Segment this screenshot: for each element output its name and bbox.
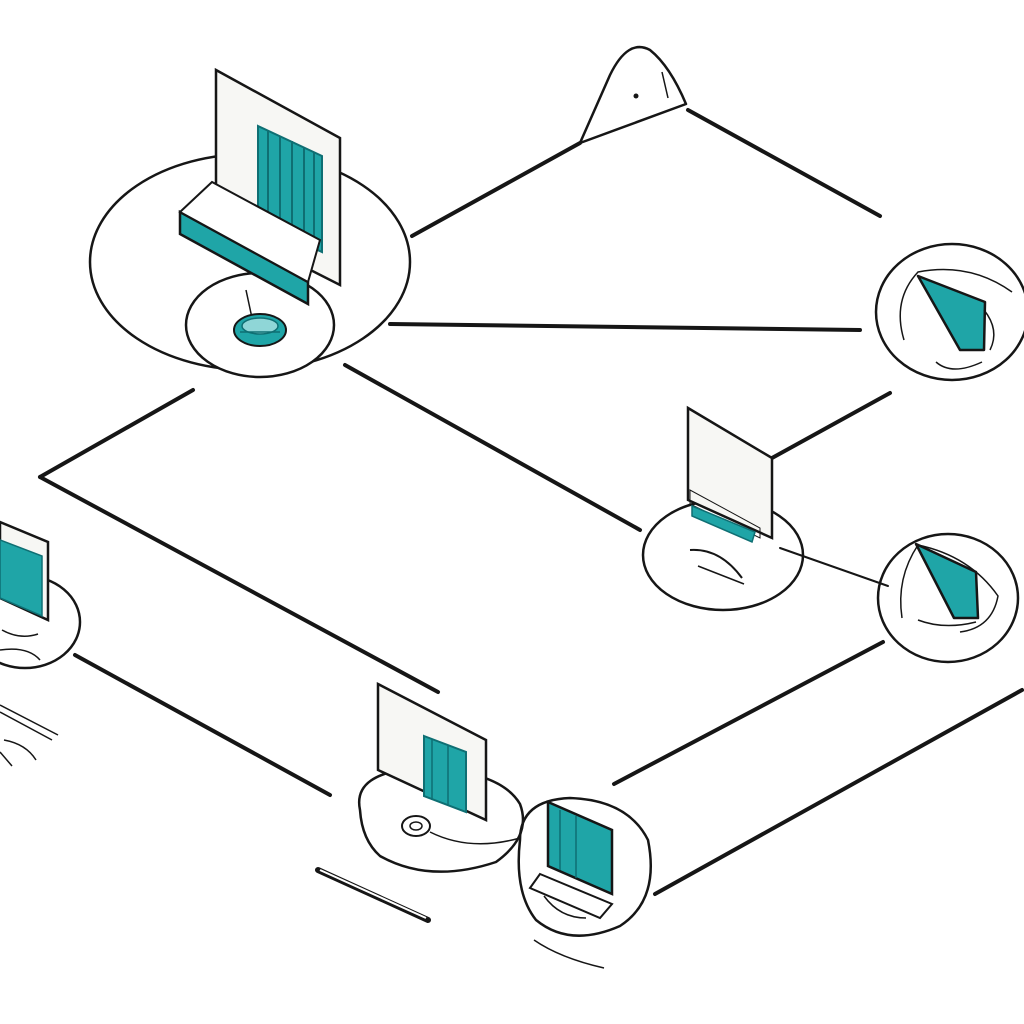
link-main-to-left-a [38, 388, 195, 479]
bottom-workstation-node [357, 681, 525, 873]
top-router-node [578, 45, 688, 145]
link-left-ws-to-bottom [73, 653, 332, 797]
link-bottom-accent-inner [319, 869, 427, 919]
link-center-to-right-top [770, 391, 892, 460]
bottom-right-device-ring [517, 796, 652, 937]
link-left-to-bottom [38, 475, 440, 694]
router-antenna-icon [578, 45, 688, 145]
monitor-icon [0, 520, 50, 661]
main-workstation-node [88, 67, 412, 379]
desktop-computer-icon [178, 67, 342, 319]
right-mid-device-ring [876, 532, 1020, 664]
link-center-to-right-mid [779, 547, 889, 587]
right-top-device-ring [874, 242, 1024, 382]
globe-icon [233, 313, 287, 347]
desktop-computer-icon [686, 405, 774, 585]
mouse-icon [401, 815, 431, 837]
link-main-to-right-top [388, 322, 862, 332]
link-right-edge-to-bottom [653, 688, 1024, 896]
link-right-mid-to-bottom [612, 640, 885, 786]
link-main-to-center [343, 363, 642, 532]
right-mid-device-node [876, 532, 1020, 664]
desk-sketch [0, 704, 59, 767]
link-main-to-router [410, 141, 582, 238]
left-workstation-node [0, 520, 82, 767]
link-router-to-right-top [686, 108, 882, 218]
bottom-right-device-node [517, 796, 652, 969]
right-top-device-node [874, 242, 1024, 382]
network-device-icon [914, 542, 980, 627]
desktop-computer-icon [376, 681, 488, 822]
network-device-icon [916, 274, 995, 370]
laptop-icon [528, 800, 614, 920]
center-workstation-node [641, 405, 805, 612]
